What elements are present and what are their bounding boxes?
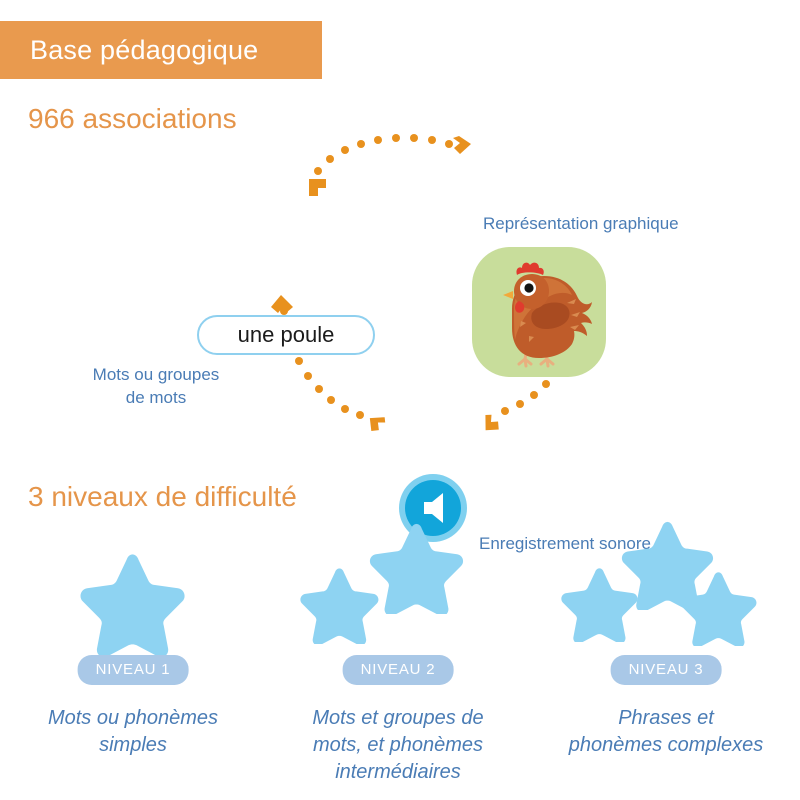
picture-card[interactable] xyxy=(472,247,606,377)
hen-illustration xyxy=(503,262,592,368)
star-icon xyxy=(367,520,465,614)
diagram-arrows xyxy=(271,134,584,432)
levels-section: NIVEAU 1 Mots ou phonèmes simples NIVEAU… xyxy=(0,515,800,800)
star-icon xyxy=(619,518,715,610)
star-icon xyxy=(77,550,187,655)
level-badge-1: NIVEAU 1 xyxy=(77,655,189,685)
level-1-stars xyxy=(0,515,266,655)
level-description-2: Mots et groupes de mots, et phonèmes int… xyxy=(312,707,484,783)
label-words-groups: Mots ou groupes de mots xyxy=(92,365,220,407)
level-description-1: Mots ou phonèmes simples xyxy=(47,707,219,756)
level-2-stars xyxy=(265,515,531,655)
star-icon xyxy=(298,565,380,644)
level-badge-3: NIVEAU 3 xyxy=(610,655,722,685)
label-graphic-representation: Représentation graphique xyxy=(483,214,679,233)
page-title: Base pédagogique xyxy=(30,34,259,65)
arrow-words-to-picture xyxy=(309,134,471,196)
header-banner: Base pédagogique xyxy=(0,21,322,79)
star-icon xyxy=(559,565,639,642)
label-audio-recording: Enregistrement sonore xyxy=(479,534,651,553)
association-diagram: une poule xyxy=(0,95,800,553)
word-pill[interactable]: une poule xyxy=(197,315,375,355)
level-3-stars xyxy=(533,515,799,655)
associations-heading: 966 associations xyxy=(28,103,237,134)
word-pill-label: une poule xyxy=(237,322,335,347)
level-column-2: NIVEAU 2 Mots et groupes de mots, et pho… xyxy=(265,515,531,800)
level-description-3: Phrases et phonèmes complexes xyxy=(568,707,764,756)
level-badge-2: NIVEAU 2 xyxy=(342,655,454,685)
levels-heading: 3 niveaux de difficulté xyxy=(28,481,297,512)
level-column-1: NIVEAU 1 Mots ou phonèmes simples xyxy=(0,515,266,800)
star-icon xyxy=(678,569,758,646)
level-column-3: NIVEAU 3 Phrases et phonèmes complexes xyxy=(533,515,799,800)
